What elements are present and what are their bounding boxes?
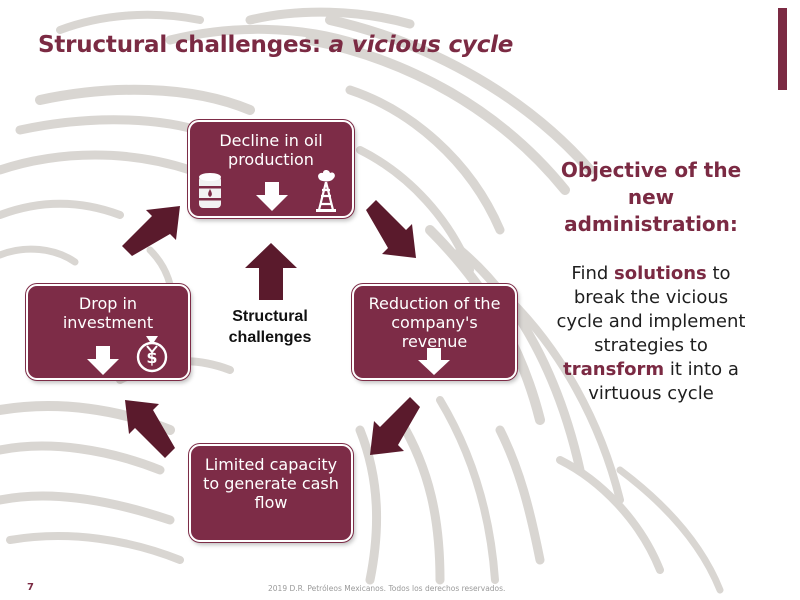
objective-text-1: Find <box>571 263 615 284</box>
box-top-label: Decline in oil production <box>219 131 323 169</box>
slide-title: Structural challenges: a vicious cycle <box>38 32 513 58</box>
arrow-left-to-top <box>122 206 180 256</box>
box-limited-capacity: Limited capacity to generate cash flow <box>189 444 353 542</box>
center-label: Structural challenges <box>228 308 312 346</box>
footer-copyright: 2019 D.R. Petróleos Mexicanos. Todos los… <box>268 584 506 593</box>
down-arrow-icon <box>418 348 450 375</box>
objective-text-3: it into a virtuous cycle <box>588 359 739 404</box>
oil-rig-icon <box>316 170 336 212</box>
title-main: Structural challenges: <box>38 32 329 58</box>
money-bag-down-icon: $ <box>136 336 168 373</box>
arrow-bottom-to-left <box>125 400 175 458</box>
objective-text-2: to break the vicious cycle and implement… <box>556 263 746 356</box>
title-italic: a vicious cycle <box>328 32 514 58</box>
svg-text:$: $ <box>146 348 157 367</box>
arrow-right-to-bottom <box>370 397 420 455</box>
objective-body: Find solutions to break the vicious cycl… <box>552 262 750 406</box>
objective-highlight-transform: transform <box>563 359 665 380</box>
arrow-top-to-right <box>366 200 416 258</box>
down-arrow-icon <box>256 182 288 211</box>
box-right-label: Reduction of the company's revenue <box>368 294 501 351</box>
page-number: 7 <box>27 582 34 593</box>
objective-title: Objective of the new administration: <box>560 158 742 236</box>
oil-barrel-icon <box>199 173 221 208</box>
objective-highlight-solutions: solutions <box>614 263 707 284</box>
center-up-arrow <box>245 243 297 300</box>
box-bottom-label: Limited capacity to generate cash flow <box>203 455 339 512</box>
box-left-label: Drop in investment <box>62 294 154 332</box>
down-arrow-icon <box>87 346 119 375</box>
accent-bar <box>778 8 787 90</box>
